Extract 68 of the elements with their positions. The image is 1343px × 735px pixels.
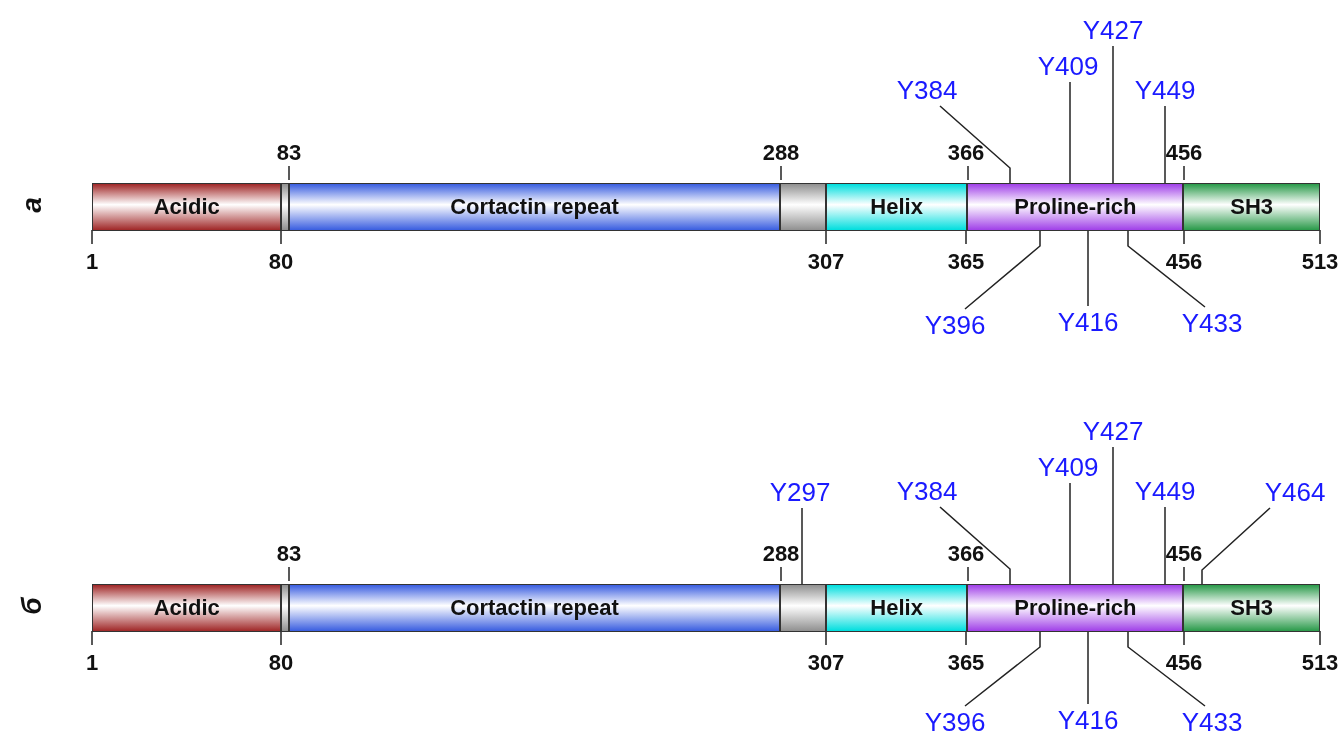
domain-bar: Proline-rich	[967, 584, 1184, 632]
position-number: 513	[1301, 249, 1339, 275]
position-number: 83	[276, 541, 302, 567]
leader-line	[1201, 507, 1271, 585]
leader-line	[1127, 230, 1206, 308]
position-number: 83	[276, 140, 302, 166]
site-label: Y427	[1082, 14, 1144, 46]
site-label: Y384	[896, 74, 958, 106]
panel-letter: б	[16, 597, 48, 615]
linker-bar	[281, 183, 289, 231]
leader-line	[801, 507, 803, 585]
domain-bar: Proline-rich	[967, 183, 1184, 231]
leader-line	[1087, 631, 1089, 705]
position-number: 80	[268, 650, 294, 676]
linker-bar	[281, 584, 289, 632]
position-number: 80	[268, 249, 294, 275]
leader-line	[1127, 631, 1206, 707]
site-label: Y384	[896, 475, 958, 507]
domain-bar: Helix	[825, 584, 968, 632]
panel-letter: a	[16, 197, 48, 213]
domain-bar: Cortactin repeat	[288, 183, 781, 231]
leader-line	[1164, 506, 1166, 585]
leader-line	[939, 506, 1011, 585]
position-number: 456	[1165, 541, 1203, 567]
site-label: Y409	[1037, 50, 1099, 82]
domain-bar: SH3	[1183, 584, 1320, 632]
site-label: Y427	[1082, 415, 1144, 447]
leader-line	[964, 230, 1041, 310]
position-number: 366	[947, 541, 985, 567]
domain-bar: Acidic	[92, 183, 282, 231]
position-number: 288	[762, 140, 800, 166]
position-number: 366	[947, 140, 985, 166]
linker-bar	[780, 584, 826, 632]
position-number: 1	[85, 249, 99, 275]
leader-line	[1164, 105, 1166, 184]
domain-bar: Helix	[825, 183, 968, 231]
site-label: Y449	[1134, 475, 1196, 507]
site-label: Y409	[1037, 451, 1099, 483]
linker-bar	[780, 183, 826, 231]
position-number: 456	[1165, 249, 1203, 275]
site-label: Y297	[769, 476, 831, 508]
leader-line	[1112, 446, 1114, 585]
leader-line	[964, 631, 1041, 707]
position-number: 1	[85, 650, 99, 676]
leader-line	[1112, 45, 1114, 184]
site-label: Y449	[1134, 74, 1196, 106]
site-label: Y396	[924, 706, 986, 735]
position-number: 456	[1165, 650, 1203, 676]
domain-bar: Cortactin repeat	[288, 584, 781, 632]
site-label: Y416	[1057, 306, 1119, 338]
position-number: 288	[762, 541, 800, 567]
domain-bar: SH3	[1183, 183, 1320, 231]
position-number: 365	[947, 249, 985, 275]
site-label: Y416	[1057, 704, 1119, 735]
leader-line	[1069, 81, 1071, 184]
position-number: 307	[807, 650, 845, 676]
position-number: 307	[807, 249, 845, 275]
site-label: Y433	[1181, 307, 1243, 339]
site-label: Y396	[924, 309, 986, 341]
site-label: Y464	[1264, 476, 1326, 508]
position-number: 513	[1301, 650, 1339, 676]
leader-line	[1087, 230, 1089, 307]
domain-bar: Acidic	[92, 584, 282, 632]
position-number: 365	[947, 650, 985, 676]
site-label: Y433	[1181, 706, 1243, 735]
position-number: 456	[1165, 140, 1203, 166]
leader-line	[939, 105, 1011, 184]
leader-line	[1069, 482, 1071, 585]
